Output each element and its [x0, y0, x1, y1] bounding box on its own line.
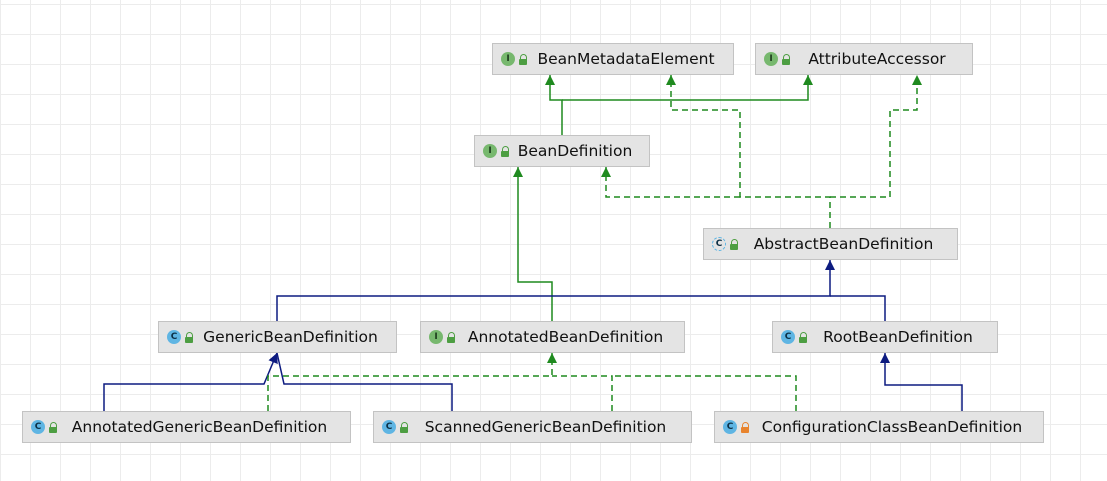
interface-badge-icon: I: [483, 144, 497, 158]
class-badge-icon: C: [781, 330, 795, 344]
public-visibility-icon: [799, 331, 809, 343]
relation-root-bean-definition-to-abstract-bean-definition: [830, 295, 886, 321]
class-node-scanned-generic-bean-definition[interactable]: C ScannedGenericBeanDefinition: [373, 411, 692, 443]
class-name: AttributeAccessor: [808, 50, 946, 68]
class-badge-icon: C: [167, 330, 181, 344]
relation-scanned-generic-bean-definition-to-annotated-bean-definition: [552, 375, 613, 411]
public-visibility-icon: [447, 331, 457, 343]
class-node-annotated-bean-definition[interactable]: I AnnotatedBeanDefinition: [420, 321, 685, 353]
class-badge-icon: C: [31, 420, 45, 434]
class-node-abstract-bean-definition[interactable]: C AbstractBeanDefinition: [703, 228, 958, 260]
relation-abstract-bean-definition-to-attribute-accessor: [830, 75, 922, 198]
relation-annotated-generic-bean-definition-to-annotated-bean-definition: [267, 353, 557, 411]
relation-bean-definition-to-bean-metadata-element: [545, 75, 563, 135]
class-badge-icon: C: [723, 420, 737, 434]
class-name: AnnotatedBeanDefinition: [467, 328, 664, 346]
public-visibility-icon: [185, 331, 195, 343]
public-visibility-icon: [49, 421, 59, 433]
class-node-attribute-accessor[interactable]: I AttributeAccessor: [755, 43, 973, 75]
interface-badge-icon: I: [501, 52, 515, 66]
class-node-bean-definition[interactable]: I BeanDefinition: [474, 135, 650, 167]
class-node-generic-bean-definition[interactable]: C GenericBeanDefinition: [158, 321, 397, 353]
class-name: GenericBeanDefinition: [203, 328, 378, 346]
public-visibility-icon: [400, 421, 410, 433]
relation-configuration-class-bean-definition-to-annotated-bean-definition: [612, 375, 797, 411]
class-node-annotated-generic-bean-definition[interactable]: C AnnotatedGenericBeanDefinition: [22, 411, 351, 443]
relation-scanned-generic-bean-definition-to-generic-bean-definition: [276, 352, 453, 411]
class-name: BeanMetadataElement: [537, 50, 715, 68]
class-name: AbstractBeanDefinition: [753, 235, 934, 253]
class-name: AnnotatedGenericBeanDefinition: [71, 418, 328, 436]
public-visibility-icon: [501, 145, 511, 157]
class-node-bean-metadata-element[interactable]: I BeanMetadataElement: [492, 43, 734, 75]
class-name: RootBeanDefinition: [823, 328, 973, 346]
relation-generic-bean-definition-to-abstract-bean-definition: [276, 260, 835, 321]
class-badge-icon: C: [382, 420, 396, 434]
public-visibility-icon: [782, 53, 792, 65]
relation-abstract-bean-definition-to-bean-definition: [601, 167, 740, 198]
class-node-configuration-class-bean-definition[interactable]: C ConfigurationClassBeanDefinition: [714, 411, 1044, 443]
relation-annotated-generic-bean-definition-to-generic-bean-definition: [103, 352, 278, 411]
public-visibility-icon: [730, 238, 740, 250]
interface-badge-icon: I: [429, 330, 443, 344]
class-name: ConfigurationClassBeanDefinition: [761, 418, 1023, 436]
interface-badge-icon: I: [764, 52, 778, 66]
class-name: BeanDefinition: [517, 142, 633, 160]
class-name: ScannedGenericBeanDefinition: [424, 418, 667, 436]
private-visibility-icon: [741, 421, 751, 433]
relation-abstract-bean-definition-to-bean-metadata-element: [666, 75, 831, 228]
public-visibility-icon: [519, 53, 529, 65]
class-node-root-bean-definition[interactable]: C RootBeanDefinition: [772, 321, 998, 353]
relation-bean-definition-to-attribute-accessor: [562, 75, 813, 101]
abstract-class-badge-icon: C: [712, 237, 726, 251]
relation-configuration-class-bean-definition-to-root-bean-definition: [880, 353, 963, 411]
relation-annotated-bean-definition-to-bean-definition: [513, 167, 553, 321]
